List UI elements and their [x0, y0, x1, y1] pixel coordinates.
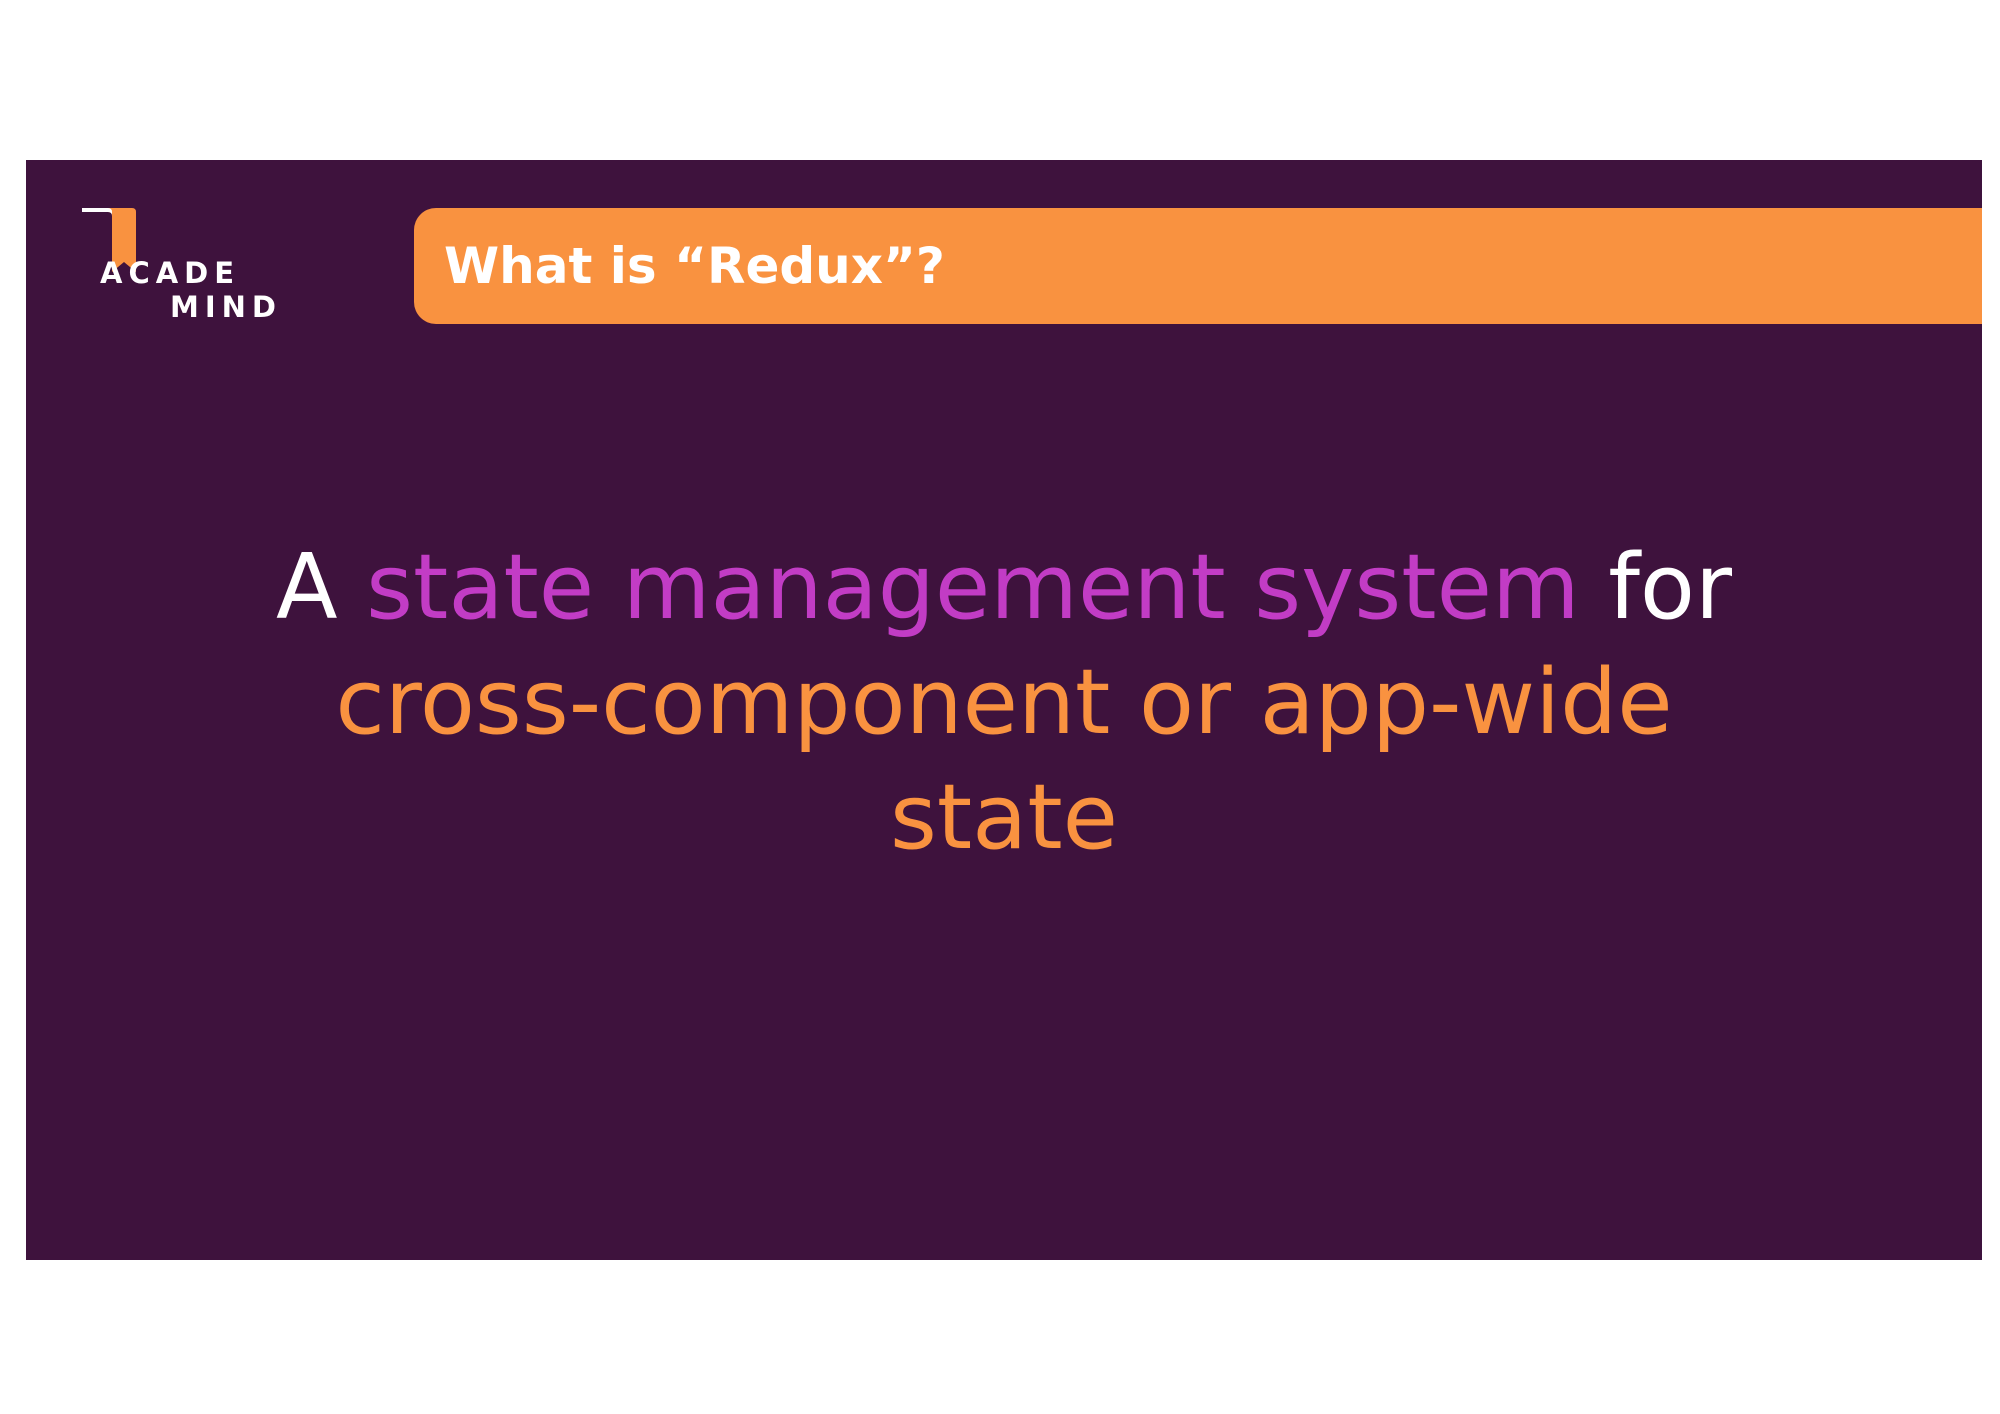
logo-text-line1: ACADE — [100, 256, 241, 290]
statement-connector: for — [1579, 535, 1732, 640]
slide: ACADE MIND What is “Redux”? A state mana… — [26, 160, 1982, 1260]
statement-prefix: A — [275, 535, 367, 640]
statement-line-2: cross-component or app-wide — [335, 650, 1673, 755]
logo-text-line2: MIND — [170, 290, 282, 324]
academind-logo: ACADE MIND — [82, 206, 302, 326]
bookmark-logo-icon — [82, 208, 136, 272]
statement-highlight: state management system — [366, 535, 1580, 640]
statement-line-3: state — [890, 765, 1118, 870]
main-statement: A state management system for cross-comp… — [26, 530, 1982, 875]
title-banner: What is “Redux”? — [414, 208, 1982, 324]
statement-line-1: A state management system for — [26, 530, 1982, 645]
slide-title: What is “Redux”? — [444, 237, 945, 295]
